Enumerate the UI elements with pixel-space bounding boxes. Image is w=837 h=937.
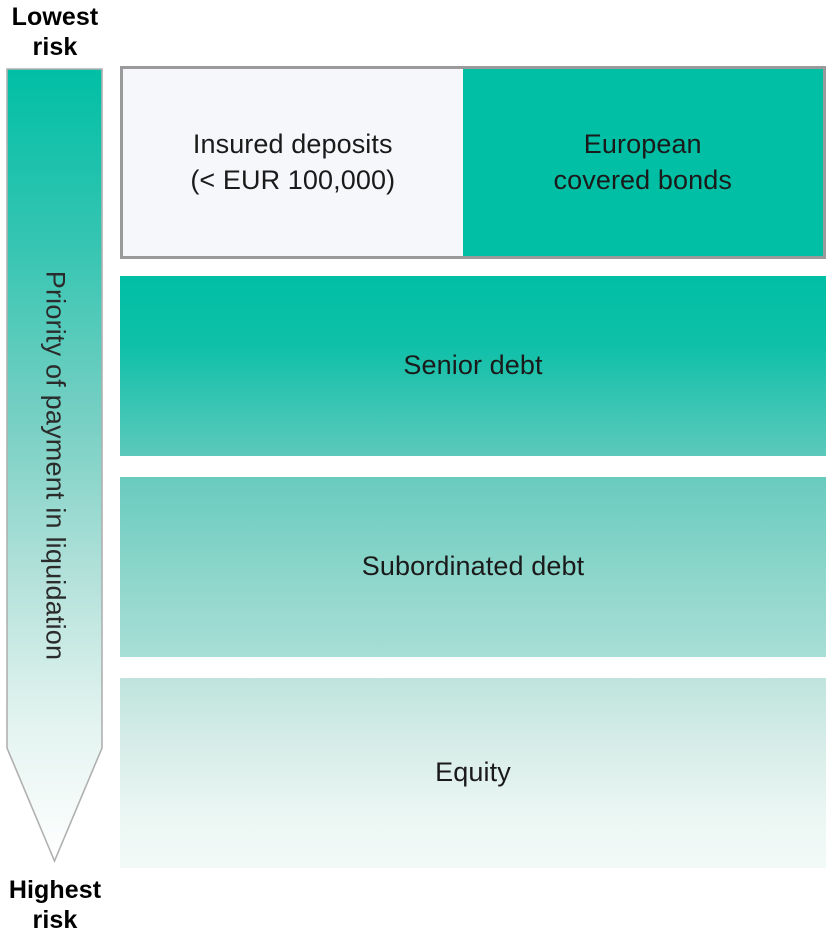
tier-row-top: Insured deposits (< EUR 100,000) Europea… [120,66,826,259]
tier-european-covered-bonds-label: European covered bonds [553,129,732,195]
tier-senior-debt-label: Senior debt [403,350,543,381]
tier-insured-deposits-label: Insured deposits (< EUR 100,000) [190,129,396,195]
tier-equity-label: Equity [435,757,511,788]
priority-arrow [6,68,103,863]
tier-subordinated-debt: Subordinated debt [120,477,826,657]
tier-senior-debt: Senior debt [120,276,826,456]
tier-subordinated-debt-label: Subordinated debt [361,551,585,582]
lowest-risk-label: Lowest risk [11,3,99,61]
tier-european-covered-bonds: European covered bonds [462,69,823,256]
tier-equity: Equity [120,678,826,868]
highest-risk-label: Highest risk [8,876,102,934]
tier-insured-deposits: Insured deposits (< EUR 100,000) [123,69,463,256]
